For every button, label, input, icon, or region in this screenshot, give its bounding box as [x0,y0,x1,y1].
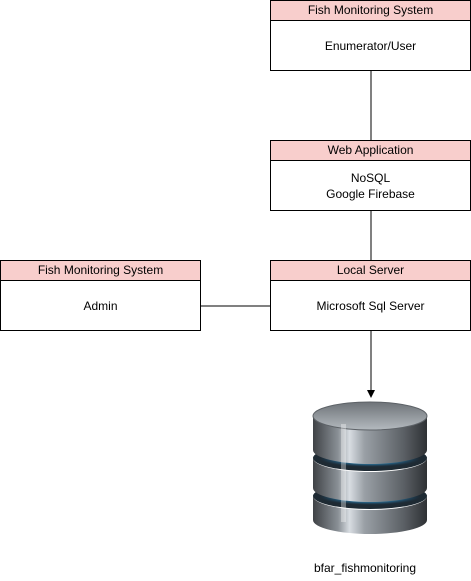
web-application-header: Web Application [271,141,470,161]
user-system-box: Fish Monitoring System Enumerator/User [270,0,471,71]
admin-system-box: Fish Monitoring System Admin [0,260,201,331]
web-application-line-1: NoSQL [350,170,391,185]
local-server-line: Microsoft Sql Server [316,298,425,313]
admin-system-line: Admin [83,298,118,313]
local-server-box: Local Server Microsoft Sql Server [270,260,471,331]
admin-system-header: Fish Monitoring System [1,261,200,281]
database-icon [312,401,428,534]
arrowhead-to-db [367,390,375,398]
database-label: bfar_fishmonitoring [313,561,417,575]
user-system-line: Enumerator/User [324,38,417,53]
web-application-box: Web Application NoSQL Google Firebase [270,140,471,211]
web-application-line-2: Google Firebase [326,186,415,201]
local-server-header: Local Server [271,261,470,281]
user-system-header: Fish Monitoring System [271,1,470,21]
